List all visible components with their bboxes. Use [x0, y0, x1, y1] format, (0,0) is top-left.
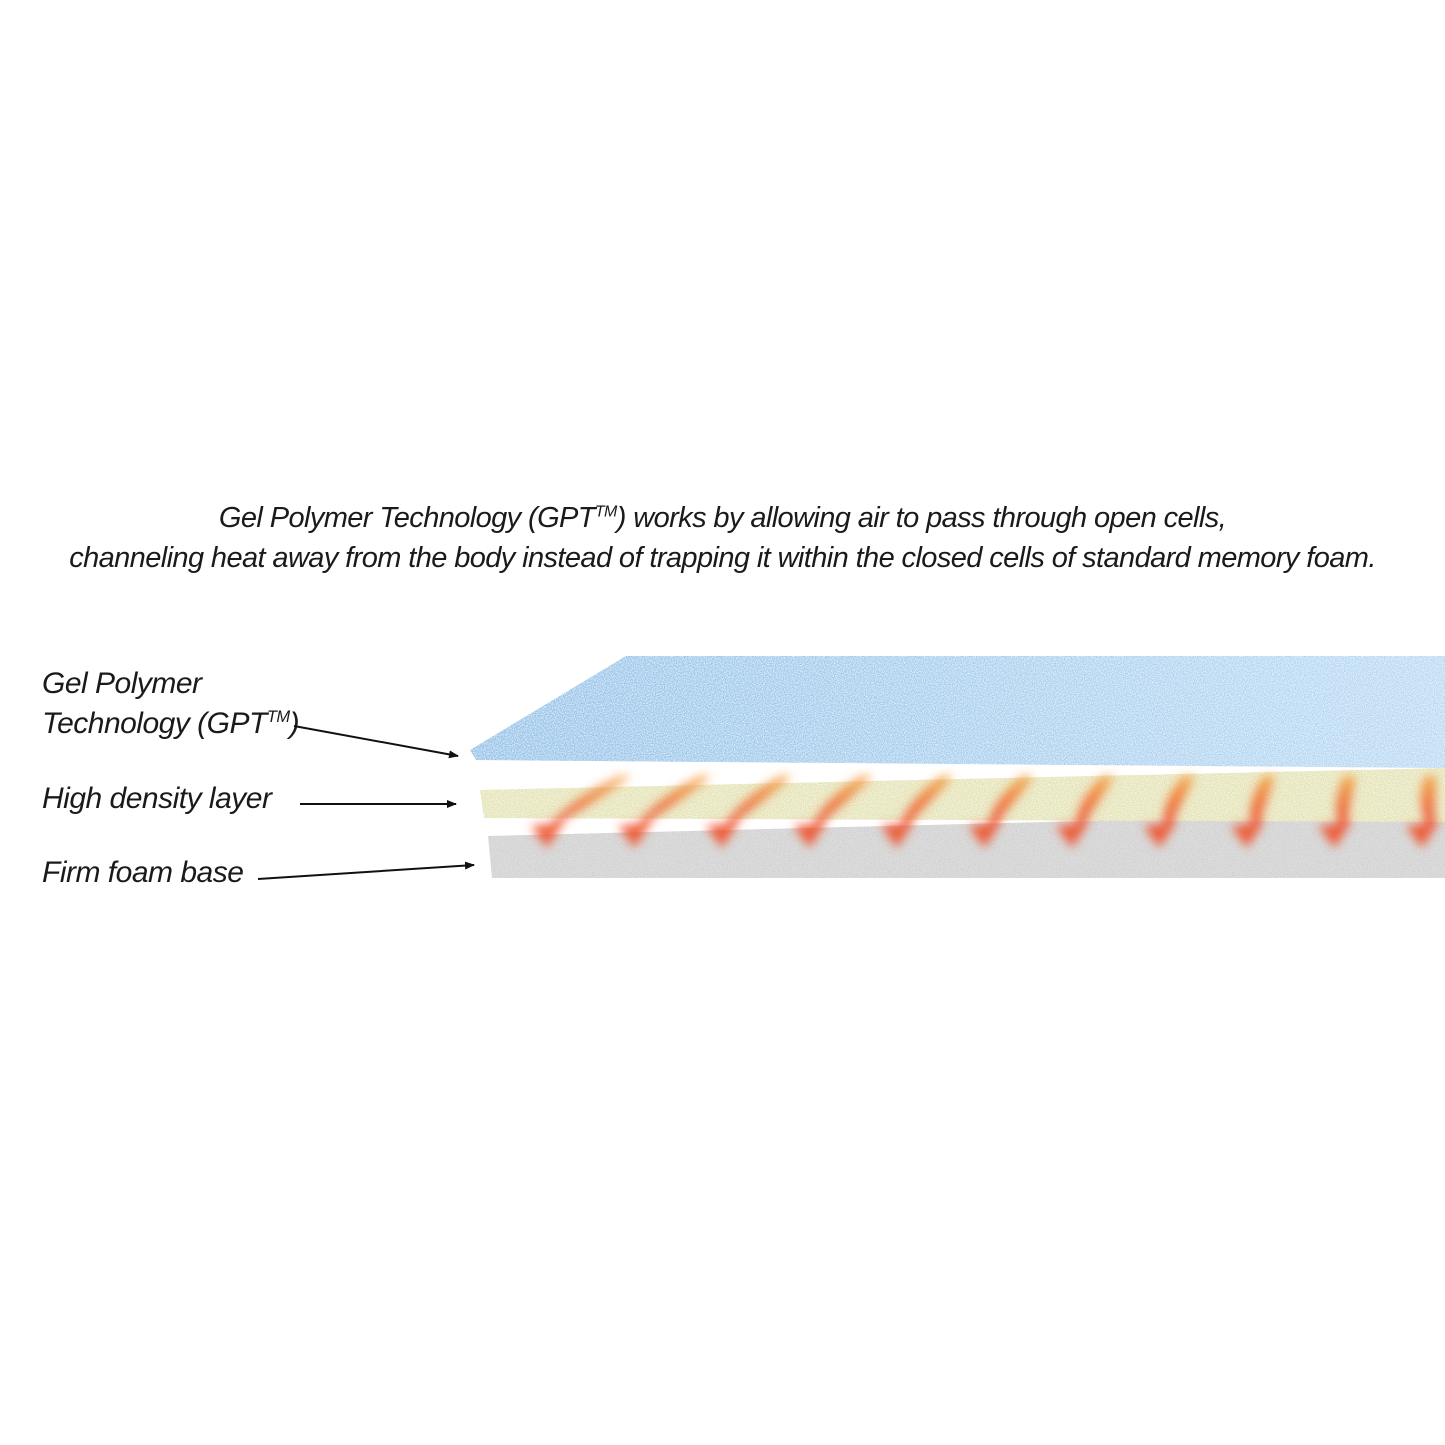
callout-arrow-gel-polymer	[293, 725, 459, 759]
heat-flow-arrow-icon	[968, 776, 1034, 848]
label-high-density-layer: High density layer	[42, 782, 272, 815]
headline-line-1: Gel Polymer Technology (GPTTM) works by …	[0, 498, 1445, 538]
label-gpt-line-1: Gel Polymer	[42, 667, 202, 700]
heat-flow-arrow-icon	[531, 776, 631, 848]
headline-line-1-start: Gel Polymer Technology (GPT	[218, 502, 596, 534]
heat-flow-arrow-icon	[1143, 776, 1195, 848]
firm-foam-base-layer	[488, 812, 1445, 878]
heat-flow-arrows	[531, 776, 1440, 848]
label-gpt-line-2-end: )	[289, 707, 300, 740]
heat-flow-arrow-icon	[1056, 776, 1114, 848]
headline-line-2: channeling heat away from the body inste…	[69, 542, 1376, 574]
gel-polymer-layer	[470, 656, 1445, 768]
label-gpt-line-2-text: Technology (GPT	[42, 707, 267, 740]
heat-flow-arrow-icon	[1231, 776, 1275, 848]
label-gpt-line-2: Technology (GPTTM)	[42, 704, 300, 744]
label-gel-polymer-technology: Gel Polymer Technology (GPTTM)	[42, 664, 300, 744]
heat-flow-arrow-icon	[1318, 776, 1356, 848]
trademark-superscript: TM	[594, 503, 617, 521]
headline: Gel Polymer Technology (GPTTM) works by …	[0, 498, 1445, 578]
label-firm-foam-base: Firm foam base	[42, 856, 244, 889]
heat-flow-arrow-icon	[881, 776, 953, 848]
callout-arrow-firm-base	[257, 861, 475, 880]
heat-flow-arrow-icon	[706, 776, 792, 848]
label-gpt-trademark: TM	[266, 708, 290, 726]
high-density-layer	[480, 768, 1445, 822]
heat-flow-arrow-icon	[618, 776, 712, 848]
heat-flow-arrow-icon	[793, 776, 873, 848]
heat-flow-arrow-icon	[1406, 776, 1440, 848]
headline-line-1-end: ) works by allowing air to pass through …	[616, 502, 1227, 534]
